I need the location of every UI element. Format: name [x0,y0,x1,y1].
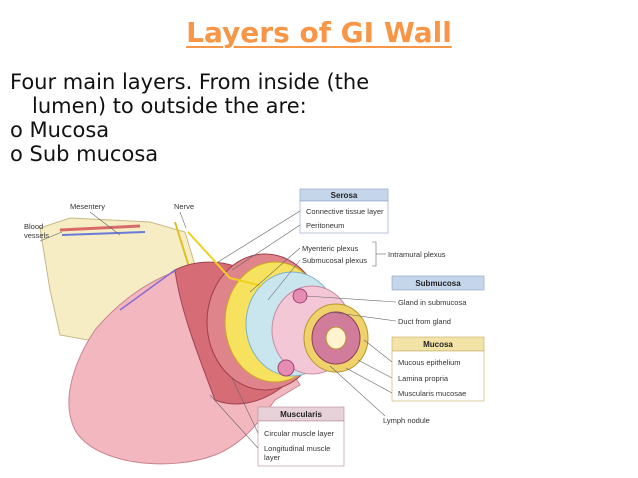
mucosa-box: Mucosa Mucous epithelium Lamina propria … [345,336,485,402]
muscularis-item-3: layer [264,453,281,462]
serosa-box: Serosa Connective tissue layer Peritoneu… [217,188,389,271]
serosa-item-2: Peritoneum [306,221,344,230]
serosa-item-1: Connective tissue layer [306,207,384,216]
mucosa-title: Mucosa [423,340,453,349]
plexus-submucosal: Submucosal plexus [302,256,367,265]
submucosa-item-2: Duct from gland [398,317,451,326]
muscularis-box: Muscularis Circular muscle layer Longitu… [209,377,345,467]
plexus-intramural: Intramural plexus [388,250,446,259]
label-lymph-nodule: Lymph nodule [383,416,430,425]
label-vessels: vessels [24,231,49,240]
muscularis-title: Muscularis [280,410,322,419]
slide-title: Layers of GI Wall [186,16,452,49]
bullet-mucosa: o Mucosa [10,118,110,142]
label-blood: Blood [24,222,43,231]
serosa-title: Serosa [331,191,358,200]
muscularis-item-1: Circular muscle layer [264,429,335,438]
mucosa-item-3: Muscularis mucosae [398,389,466,398]
submucosa-title: Submucosa [415,279,461,288]
mucosa-item-1: Mucous epithelium [398,358,461,367]
label-nerve: Nerve [174,202,194,211]
label-mesentery: Mesentery [70,202,105,211]
plexus-myenteric: Myenteric plexus [302,244,359,253]
mucosa-item-2: Lamina propria [398,374,449,383]
submucosa-item-1: Gland in submucosa [398,298,467,307]
gi-wall-illustration [39,217,369,465]
intro-line-2: lumen) to outside the are: [32,94,307,118]
submucosa-box: Submucosa Gland in submucosa Duct from g… [305,275,485,326]
intro-text: Four main layers. From inside (the lumen… [10,70,430,166]
bullet-submucosa: o Sub mucosa [10,142,159,166]
muscularis-item-2: Longitudinal muscle [264,444,330,453]
intro-line-1: Four main layers. From inside (the [10,70,370,94]
